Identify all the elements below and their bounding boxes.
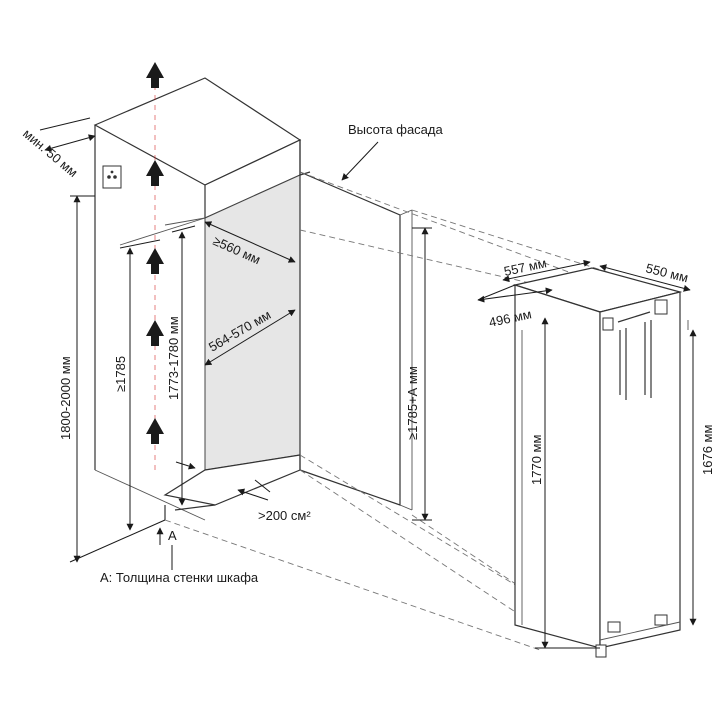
dim-range1773: 1773-1780 мм xyxy=(166,225,196,506)
label-ge1785A: ≥1785+А мм xyxy=(405,366,420,440)
airflow-arrows xyxy=(146,62,164,470)
label-1770: 1770 мм xyxy=(529,435,544,485)
up-arrow-icon xyxy=(146,418,164,444)
facade-height-callout: Высота фасада xyxy=(341,122,443,181)
dim-1676: 1676 мм xyxy=(689,329,715,626)
dim-min50: мин. 50 мм xyxy=(20,117,96,180)
up-arrow-icon xyxy=(146,62,164,88)
dim-ge1785A: ≥1785+А мм xyxy=(405,227,432,521)
label-range1773: 1773-1780 мм xyxy=(166,316,181,400)
up-arrow-icon xyxy=(146,320,164,346)
appliance xyxy=(512,267,689,658)
up-arrow-icon xyxy=(146,160,164,186)
up-arrow-icon xyxy=(146,248,164,274)
appliance-side xyxy=(599,291,681,649)
label-height-range: 1800-2000 мм xyxy=(58,356,73,440)
label-ge1785: ≥1785 xyxy=(113,356,128,392)
label-min50: мин. 50 мм xyxy=(20,126,81,180)
label-550: 550 мм xyxy=(644,260,690,285)
label-vent: >200 см² xyxy=(258,508,311,523)
wall-thickness-callout: А А: Толщина стенки шкафа xyxy=(100,527,259,585)
power-socket-icon xyxy=(102,165,122,189)
dim-height-range: 1800-2000 мм xyxy=(58,195,166,563)
dim-ge1785: ≥1785 xyxy=(113,239,161,531)
label-a-caption: А: Толщина стенки шкафа xyxy=(100,570,259,585)
cabinet xyxy=(93,77,413,521)
label-1676: 1676 мм xyxy=(700,425,715,475)
dim-557: 557 мм xyxy=(502,255,591,283)
appliance-front xyxy=(514,284,601,649)
facade-panel xyxy=(299,171,401,506)
dim-1770: 1770 мм xyxy=(529,317,600,649)
label-facade-height: Высота фасада xyxy=(348,122,443,137)
label-a: А xyxy=(168,528,177,543)
vent-callout: >200 см² xyxy=(175,461,311,523)
